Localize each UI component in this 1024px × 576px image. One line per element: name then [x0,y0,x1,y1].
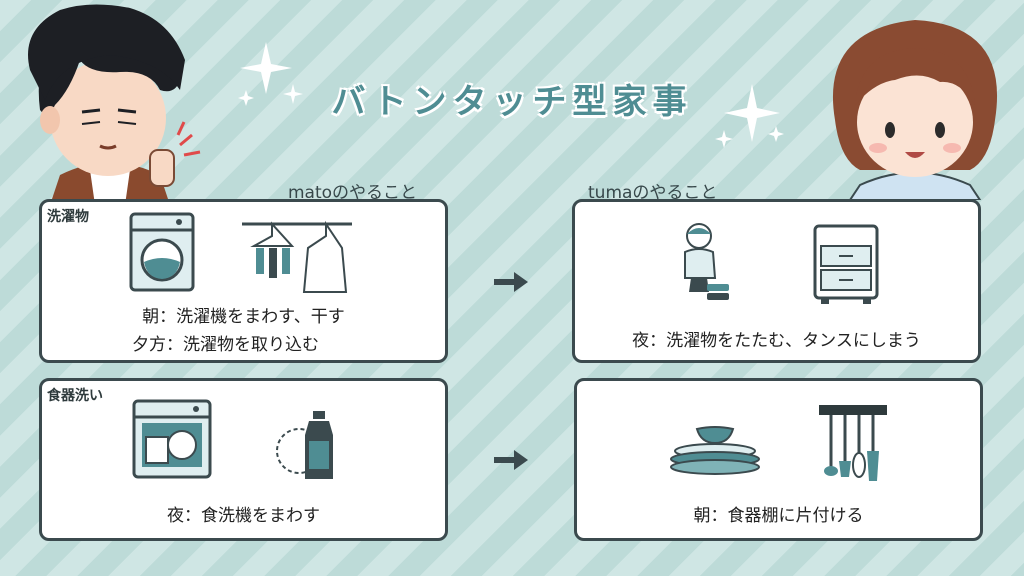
mato-avatar [28,4,201,205]
folding-laundry-icon [684,223,729,300]
sparkle-icon [238,42,303,106]
sparkle-icon [715,84,784,148]
drawer-chest-icon [813,224,879,304]
task-line: 朝：洗濯機をまわす、干す [142,307,345,327]
dishes-left-card: 食器洗い 夜：食洗機をまわす [39,378,448,541]
tuma-avatar [832,20,998,200]
arrow-right-icon [494,272,528,292]
category-label: 食器洗い [47,388,103,404]
task-line: 夕方：洗濯物を取り込む [132,335,319,355]
washing-machine-icon [129,212,195,292]
laundry-left-card: 洗濯物 朝：洗濯機をまわす、干す 夕方：洗濯物を取り込む [39,199,448,363]
arrow-right-icon [494,450,528,470]
kitchen-utensils-icon [819,405,887,481]
hanging-laundry-icon [242,220,352,293]
right-owner-label: tumaのやること [588,183,718,203]
dish-soap-icon [276,411,333,479]
task-line: 朝：食器棚に片付ける [693,506,864,526]
category-label: 洗濯物 [47,209,89,225]
left-owner-label: matoのやること [288,183,418,203]
dishes-right-card: 朝：食器棚に片付ける [574,378,983,541]
task-line: 夜：食洗機をまわす [167,506,320,526]
task-line: 夜：洗濯物をたたむ、タンスにしまう [632,331,921,351]
dishwasher-icon [132,399,212,479]
stacked-plates-icon [670,426,760,475]
laundry-right-card: 夜：洗濯物をたたむ、タンスにしまう [572,199,981,363]
page-title: バトンタッチ型家事 [331,82,693,122]
